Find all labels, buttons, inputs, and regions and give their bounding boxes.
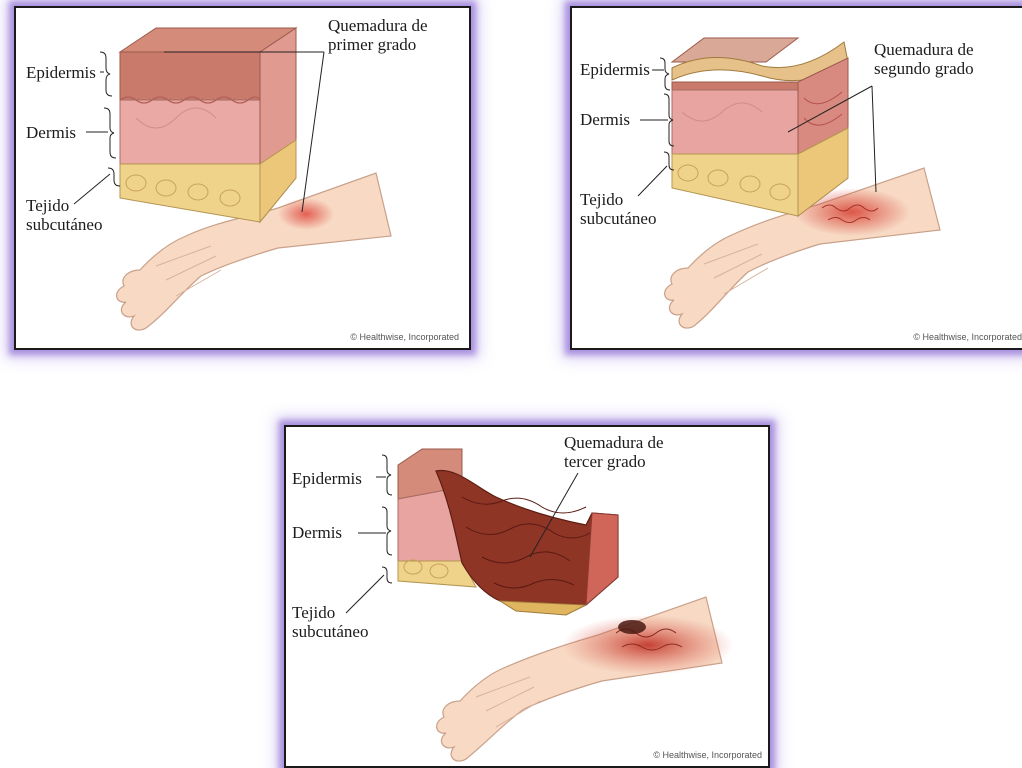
dermis-label: Dermis xyxy=(580,110,630,129)
burn-title: Quemadura de tercer grado xyxy=(564,433,664,471)
second-degree-burn-panel: Epidermis Dermis Tejido subcutáneo Quema… xyxy=(570,6,1022,350)
subcutaneous-label: Tejido subcutáneo xyxy=(26,196,102,234)
epidermis-label: Epidermis xyxy=(26,63,96,82)
epidermis-label: Epidermis xyxy=(580,60,650,79)
burn-title: Quemadura de segundo grado xyxy=(874,40,974,78)
first-degree-illustration xyxy=(16,8,469,348)
skin-block xyxy=(120,28,296,222)
subcutaneous-label: Tejido subcutáneo xyxy=(580,190,656,228)
skin-block xyxy=(672,38,848,216)
subcutaneous-label: Tejido subcutáneo xyxy=(292,603,368,641)
copyright-text: © Healthwise, Incorporated xyxy=(653,750,762,760)
dermis-label: Dermis xyxy=(26,123,76,142)
copyright-text: © Healthwise, Incorporated xyxy=(913,332,1022,342)
dermis-label: Dermis xyxy=(292,523,342,542)
first-degree-burn-panel: Epidermis Dermis Tejido subcutáneo Quema… xyxy=(14,6,471,350)
skin-block xyxy=(398,449,618,615)
copyright-text: © Healthwise, Incorporated xyxy=(350,332,459,342)
third-degree-burn-panel: Epidermis Dermis Tejido subcutáneo Quema… xyxy=(284,425,770,768)
burn-title: Quemadura de primer grado xyxy=(328,16,428,54)
arm-and-hand xyxy=(437,597,734,761)
epidermis-label: Epidermis xyxy=(292,469,362,488)
